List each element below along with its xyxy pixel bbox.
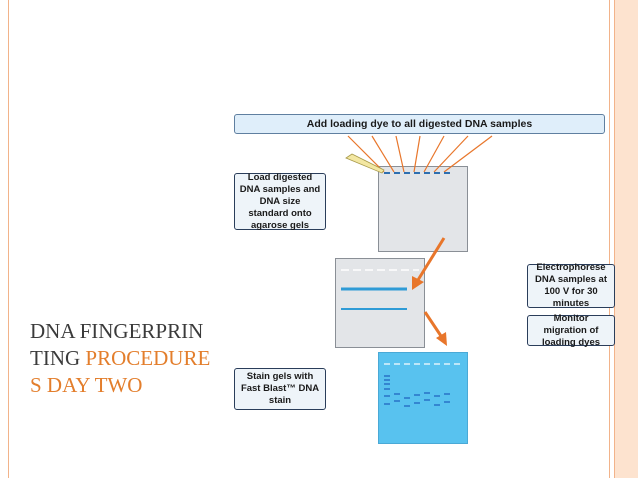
stain-gels-label: Stain gels with Fast Blast™ DNA stain xyxy=(240,371,320,406)
slide-title-accent: PROCEDURES DAY TWO xyxy=(30,346,211,397)
gel-stained xyxy=(378,352,468,444)
monitor-migration-label: Monitor migration of loading dyes xyxy=(541,312,601,348)
right-decorative-line-1 xyxy=(609,0,610,478)
gel3-dna-bands xyxy=(384,375,450,407)
right-decorative-line-2 xyxy=(614,0,615,478)
flow-arrows xyxy=(412,237,447,346)
load-samples-label: Load digested DNA samples and DNA size s… xyxy=(239,171,321,231)
add-loading-dye-label: Add loading dye to all digested DNA samp… xyxy=(306,118,533,130)
pipette-tip-icon xyxy=(345,153,385,174)
electrophorese-label: Electrophorese DNA samples at 100 V for … xyxy=(535,262,607,309)
right-decorative-band xyxy=(614,0,638,478)
dye-line-7 xyxy=(443,135,493,173)
dye-line-5 xyxy=(423,135,445,173)
stain-gels-box: Stain gels with Fast Blast™ DNA stain xyxy=(234,368,326,410)
dye-line-4 xyxy=(413,135,421,173)
slide-title-part1: DNA FINGERPRINTIN xyxy=(30,319,204,370)
monitor-migration-box: Monitor migration of loading dyes xyxy=(527,312,615,348)
load-samples-box: Load digested DNA samples and DNA size s… xyxy=(234,171,326,231)
arrow-gel1-to-gel2-head xyxy=(412,276,424,290)
add-loading-dye-banner: Add loading dye to all digested DNA samp… xyxy=(234,114,605,134)
arrow-gel2-to-gel3 xyxy=(423,311,443,337)
gel-loaded xyxy=(378,166,468,252)
dye-line-6 xyxy=(433,135,469,173)
dye-line-2 xyxy=(371,135,395,173)
gel-electrophoresed xyxy=(335,258,425,348)
dye-lines xyxy=(347,135,493,173)
left-decorative-line xyxy=(8,0,9,478)
dye-line-1 xyxy=(347,135,385,173)
dye-line-3 xyxy=(395,135,405,173)
slide-title-part2: G xyxy=(65,346,86,370)
electrophorese-box: Electrophorese DNA samples at 100 V for … xyxy=(527,262,615,309)
slide-title: DNA FINGERPRINTING PROCEDURES DAY TWO xyxy=(30,318,215,399)
arrow-gel2-to-gel3-head xyxy=(436,332,447,346)
arrow-gel1-to-gel2 xyxy=(416,237,446,281)
